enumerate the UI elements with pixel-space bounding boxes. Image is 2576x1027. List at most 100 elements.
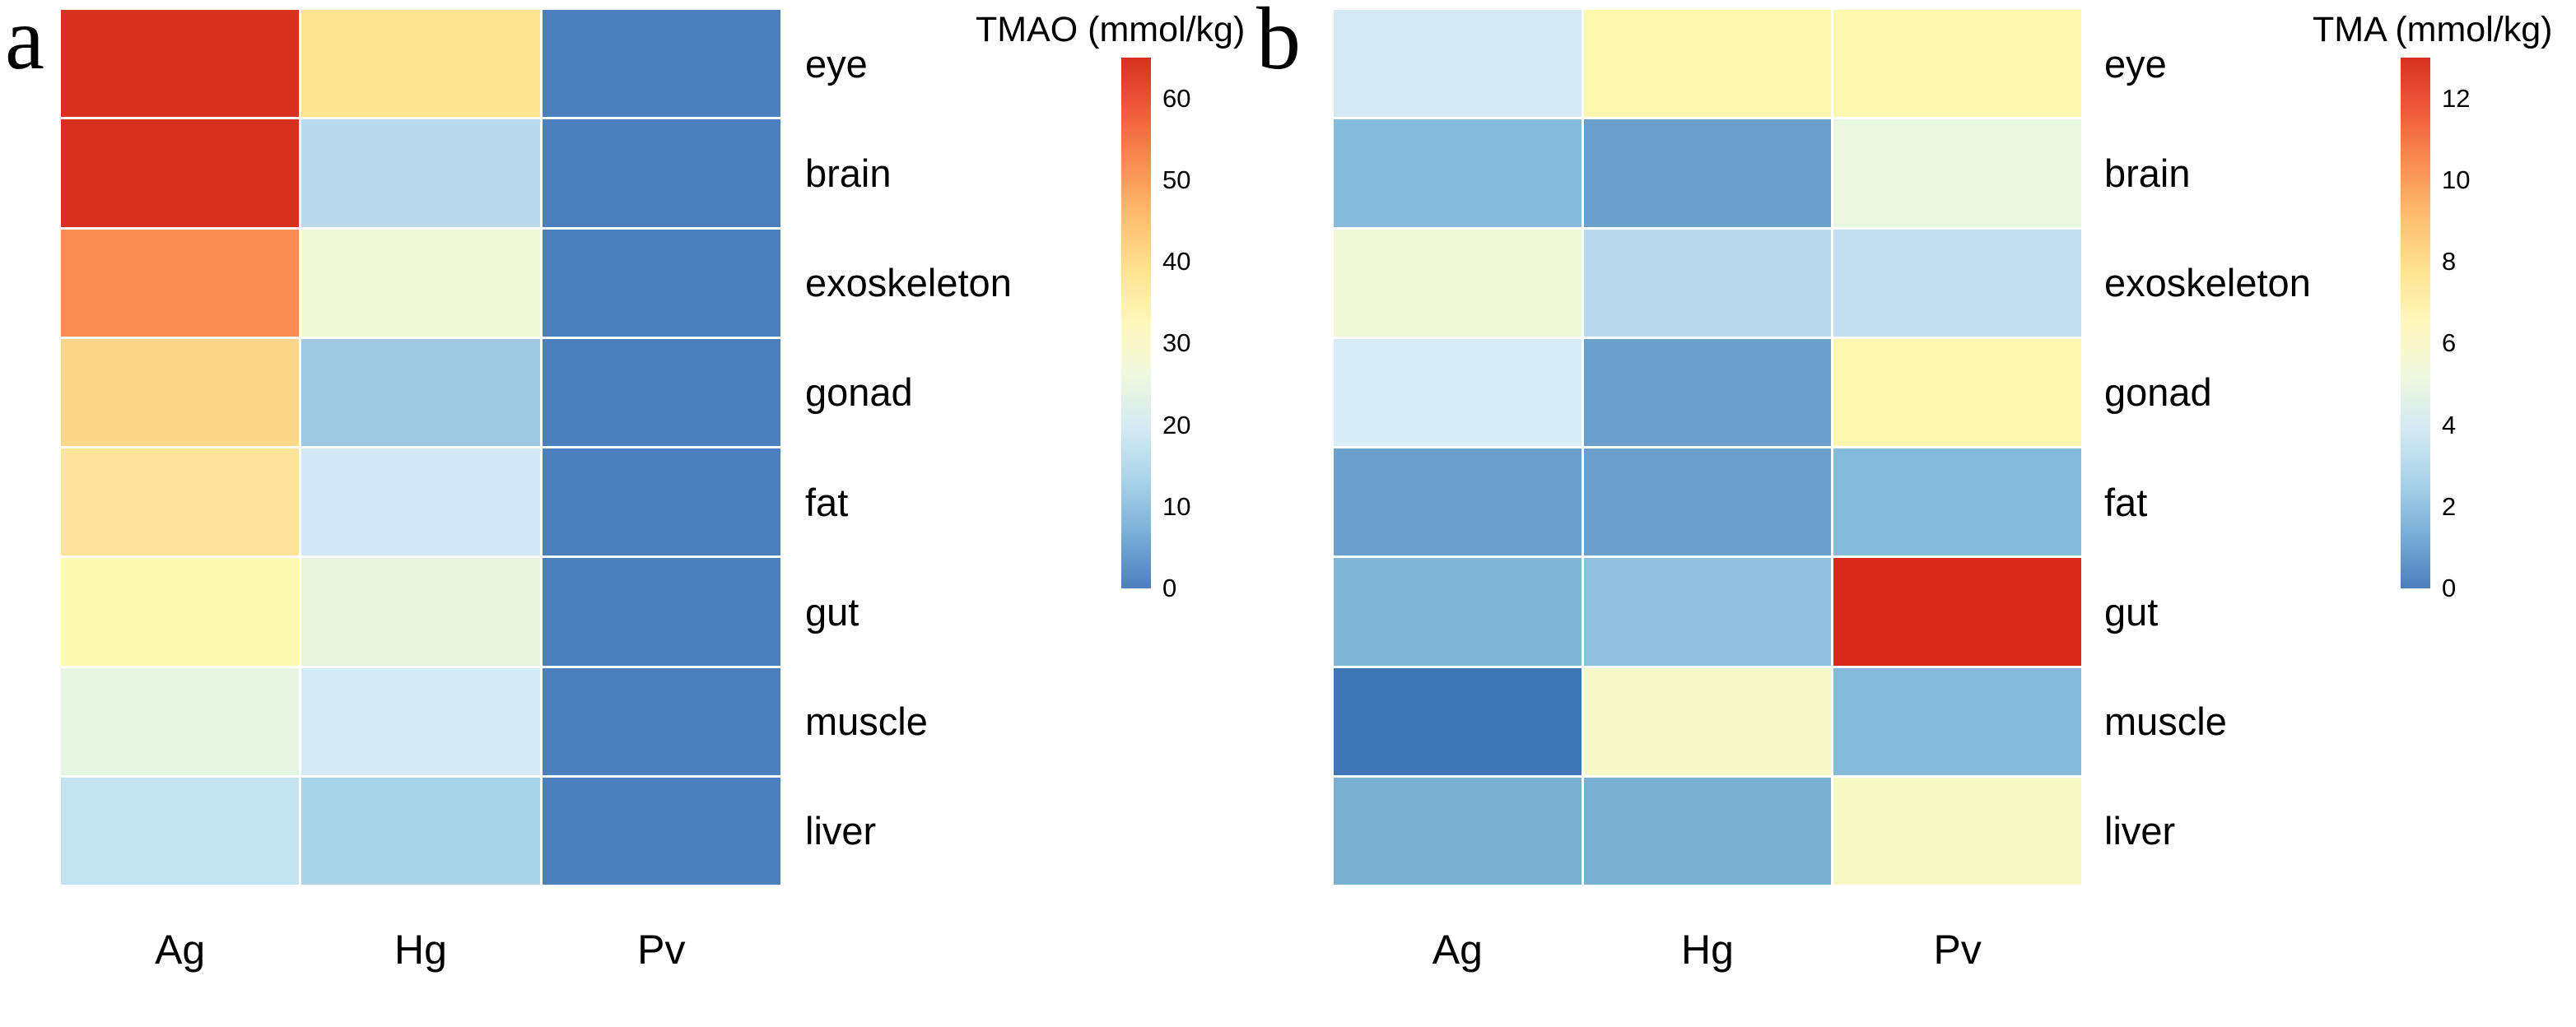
panel-b-letter: b [1256,0,1301,88]
heatmap-cell [1833,229,2081,337]
heatmap-cell [542,448,780,556]
heatmap-cell [542,667,780,775]
heatmap-cell [61,777,300,885]
row-label-fat: fat [2104,480,2148,524]
heatmap-cell [301,777,540,885]
heatmap-cell [61,338,300,446]
colorbar-tick-label: 2 [2442,491,2457,521]
colorbar-tick-label: 30 [1162,328,1191,358]
row-label-fat: fat [805,480,849,524]
row-labels-b: eye brain exoskeleton gonad fat gut muscle live… [2104,10,2359,885]
heatmap-cell [1583,777,1832,885]
heatmap-cell [1583,338,1832,446]
row-label-exoskeleton: exoskeleton [2104,261,2311,305]
row-label-eye: eye [805,41,868,86]
heatmap-cell [1334,10,1581,118]
colorbar-b-ticks: 12 10 8 6 4 2 0 [2442,58,2541,602]
heatmap-cell [301,667,540,775]
colorbar-a-gradient [1121,58,1151,588]
panel-a: a eye brain exoskeleton gonad fat gut muscle li… [0,0,1251,1027]
colorbar-tick-label: 20 [1162,410,1191,439]
column-label-Pv: Pv [637,927,686,973]
heatmap-cell [1583,667,1832,775]
column-label-Hg: Hg [1681,927,1734,973]
row-label-gonad: gonad [2104,370,2212,415]
heatmap-cell [1583,558,1832,666]
row-label-muscle: muscle [805,699,928,744]
heatmap-cell [61,10,300,118]
colorbar-tick-label: 40 [1162,247,1191,276]
heatmap-cell [1833,338,2081,446]
heatmap-cell [1833,667,2081,775]
heatmap-cell [301,338,540,446]
row-label-eye: eye [2104,41,2167,86]
heatmap-cell [301,10,540,118]
column-label-Pv: Pv [1933,927,1982,973]
heatmap-cell [1583,448,1832,556]
row-label-brain: brain [805,151,892,195]
heatmap-cell [301,448,540,556]
heatmap-cell [1583,229,1832,337]
heatmap-cell [61,448,300,556]
heatmap-cell [1833,777,2081,885]
heatmap-cell [1334,558,1581,666]
row-labels-a: eye brain exoskeleton gonad fat gut muscle live… [805,10,1052,885]
column-label-Ag: Ag [1432,927,1483,973]
heatmap-cell [301,229,540,337]
colorbar-tick-label: 10 [1162,491,1191,521]
heatmap-cell [1334,448,1581,556]
heatmap-cell [542,338,780,446]
column-label-Ag: Ag [155,927,206,973]
column-labels-b: Ag Hg Pv [1334,926,2081,974]
row-label-gonad: gonad [805,370,913,415]
heatmap-cell [542,10,780,118]
heatmap-cell [61,667,300,775]
heatmap-cell [61,229,300,337]
colorbar-a-title: TMAO (mmol/kg) [976,10,1246,49]
row-label-exoskeleton: exoskeleton [805,261,1012,305]
colorbar-a-ticks: 60 50 40 30 20 10 0 [1162,58,1261,602]
panel-a-letter: a [5,0,44,88]
row-label-muscle: muscle [2104,699,2227,744]
heatmap-cell [1833,119,2081,227]
heatmap-cell [1833,448,2081,556]
column-labels-a: Ag Hg Pv [61,926,780,974]
heatmap-cell [1334,338,1581,446]
heatmap-cell [542,558,780,666]
heatmap-cell [1334,667,1581,775]
colorbar-tick-label: 0 [2442,574,2457,602]
row-label-gut: gut [2104,589,2159,634]
row-label-liver: liver [805,809,877,853]
column-label-Hg: Hg [394,927,447,973]
heatmap-cell [1334,119,1581,227]
row-label-brain: brain [2104,151,2191,195]
heatmap-cell [1334,229,1581,337]
colorbar-tick-label: 60 [1162,83,1191,113]
heatmap-cell [542,229,780,337]
colorbar-b-gradient [2401,58,2430,588]
colorbar-tick-label: 4 [2442,410,2457,439]
heatmap-b [1334,10,2081,885]
heatmap-cell [1833,10,2081,118]
colorbar-tick-label: 0 [1162,574,1177,602]
heatmap-a [61,10,780,885]
colorbar-tick-label: 10 [2442,165,2471,194]
row-label-gut: gut [805,589,859,634]
colorbar-tick-label: 6 [2442,328,2457,358]
heatmap-cell [1833,558,2081,666]
colorbar-b-title: TMA (mmol/kg) [2313,10,2553,49]
row-label-liver: liver [2104,809,2176,853]
heatmap-cell [301,119,540,227]
panel-b: b eye brain exoskeleton gonad fat gut muscle li… [1251,0,2576,1027]
heatmap-cell [542,119,780,227]
heatmap-cell [61,558,300,666]
colorbar-tick-label: 12 [2442,83,2471,113]
heatmap-cell [1583,10,1832,118]
colorbar-tick-label: 50 [1162,165,1191,194]
heatmap-cell [61,119,300,227]
heatmap-cell [1334,777,1581,885]
colorbar-tick-label: 8 [2442,247,2457,276]
heatmap-cell [542,777,780,885]
heatmap-cell [301,558,540,666]
